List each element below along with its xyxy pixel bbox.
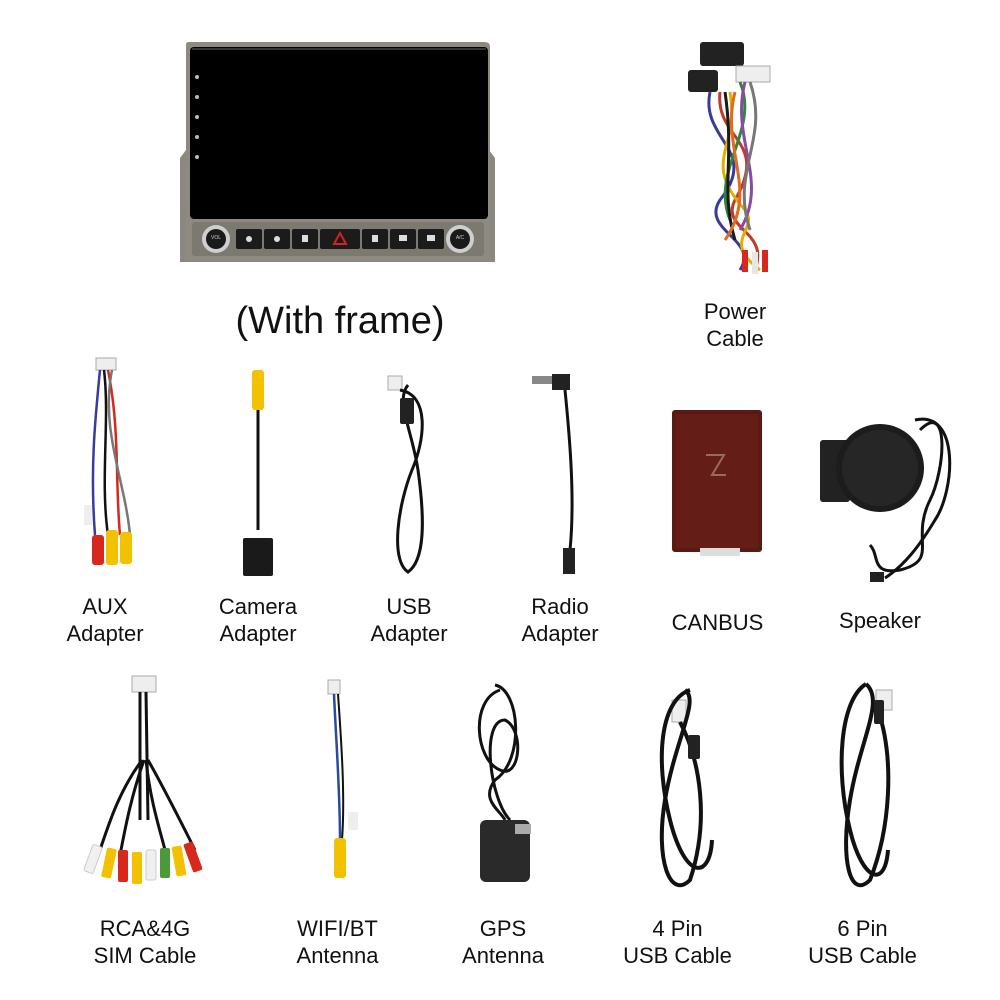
label-line: 6 Pin [837, 916, 888, 941]
label-line: USB [386, 594, 432, 619]
label-line: Adapter [521, 621, 599, 646]
label-line: Antenna [462, 943, 544, 968]
camera-adapter-label: Camera Adapter [193, 593, 323, 647]
label-line: AUX [82, 594, 128, 619]
label-line: Adapter [219, 621, 297, 646]
6pin-usb-cable-label: 6 Pin USB Cable [790, 915, 935, 969]
label-line: RCA&4G [99, 916, 191, 941]
label-line: Adapter [66, 621, 144, 646]
knob-right-label: A/C [455, 235, 465, 241]
label-line: Antenna [296, 943, 379, 968]
radio-adapter-label: Radio Adapter [495, 593, 625, 647]
label-line: Cable [706, 326, 764, 351]
head-unit-caption: (With frame) [235, 300, 445, 342]
label-line: CANBUS [671, 610, 764, 635]
label-line: USB Cable [808, 943, 917, 968]
gps-antenna-label: GPS Antenna [438, 915, 568, 969]
label-line: 4 Pin [652, 916, 703, 941]
canbus-label: CANBUS [650, 609, 785, 636]
label-line: Radio [531, 594, 589, 619]
speaker-label: Speaker [815, 607, 945, 634]
label-line: Camera [218, 594, 298, 619]
knob-left-label: VOL [210, 235, 221, 241]
usb-adapter-label: USB Adapter [344, 593, 474, 647]
label-line: USB Cable [623, 943, 732, 968]
rca-4g-sim-cable-label: RCA&4G SIM Cable [75, 915, 215, 969]
label-line: Speaker [839, 608, 921, 633]
label-line: GPS [479, 916, 527, 941]
label-line: Power [703, 299, 767, 324]
wifi-bt-antenna-label: WIFI/BT Antenna [270, 915, 405, 969]
label-line: WIFI/BT [297, 916, 378, 941]
label-line: Adapter [370, 621, 448, 646]
label-line: SIM Cable [93, 943, 197, 968]
aux-adapter-label: AUX Adapter [40, 593, 170, 647]
power-cable-label: Power Cable [660, 298, 810, 352]
4pin-usb-cable-label: 4 Pin USB Cable [605, 915, 750, 969]
